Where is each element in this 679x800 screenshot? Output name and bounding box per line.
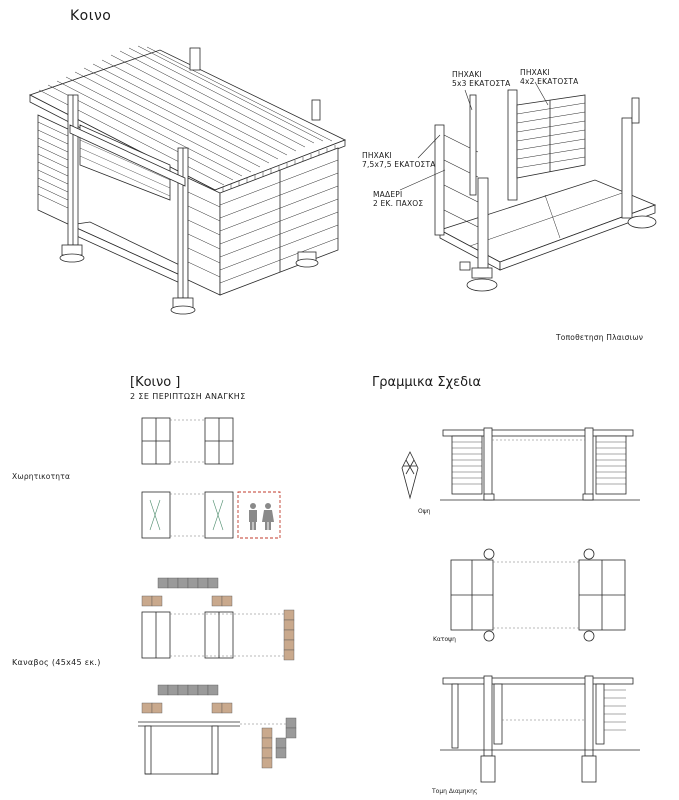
female-toilet-icon <box>262 503 274 530</box>
adjustable-feet <box>59 244 319 315</box>
north-arrow-icon <box>401 451 419 500</box>
caption-frame-placement: Τοποθετηση Πλαισιων <box>556 333 644 342</box>
label-piece-75x75-line1: ΠΗΧΑΚΙ <box>362 151 392 160</box>
grid-plan-1 <box>141 577 295 661</box>
elevation-caption: Οψη <box>418 508 431 515</box>
elevation-drawing <box>440 427 640 501</box>
koino-title: [Κοινο ] <box>130 375 181 390</box>
section-caption: Τομη Διαμηκης <box>432 788 478 795</box>
label-piece-75x75-line2: 7,5x7,5 ΕΚΑΤΟΣΤΑ <box>362 160 436 169</box>
capacity-plan-with-users <box>141 491 281 539</box>
page-title: Κοινο <box>70 8 112 24</box>
label-piece-4x2-line2: 4x2 ΕΚΑΤΟΣΤΑ <box>520 77 579 86</box>
label-piece-75x75: ΠΗΧΑΚΙ 7,5x7,5 ΕΚΑΤΟΣΤΑ <box>362 151 436 169</box>
plan-caption: Κατοψη <box>433 636 456 643</box>
capacity-plan-top <box>141 417 234 465</box>
label-board: ΜΑΔΕΡΙ 2 ΕΚ. ΠΑΧΟΣ <box>373 190 423 208</box>
label-board-line1: ΜΑΔΕΡΙ <box>373 190 403 199</box>
axonometric-pavilion-drawing <box>28 45 347 315</box>
label-piece-4x2: ΠΗΧΑΚΙ 4x2 ΕΚΑΤΟΣΤΑ <box>520 68 579 86</box>
label-piece-4x2-line1: ΠΗΧΑΚΙ <box>520 68 550 77</box>
frame-placement-drawing <box>399 81 657 292</box>
label-board-line2: 2 ΕΚ. ΠΑΧΟΣ <box>373 199 424 208</box>
label-piece-5x3: ΠΗΧΑΚΙ 5x3 ΕΚΑΤΟΣΤΑ <box>452 70 511 88</box>
grid-plan-2 <box>138 684 297 775</box>
section-drawing <box>440 675 640 783</box>
plan-drawing <box>450 548 626 642</box>
male-toilet-icon <box>249 503 257 530</box>
label-piece-5x3-line2: 5x3 ΕΚΑΤΟΣΤΑ <box>452 79 511 88</box>
label-piece-5x3-line1: ΠΗΧΑΚΙ <box>452 70 482 79</box>
grid-label: Καναβος (45x45 εκ.) <box>12 658 101 667</box>
capacity-label: Χωρητικοτητα <box>12 472 71 481</box>
drawings-title: Γραμμικα Σχεδια <box>372 375 482 390</box>
koino-subtitle: 2 σε περιπτωση αναγκης <box>130 392 246 401</box>
